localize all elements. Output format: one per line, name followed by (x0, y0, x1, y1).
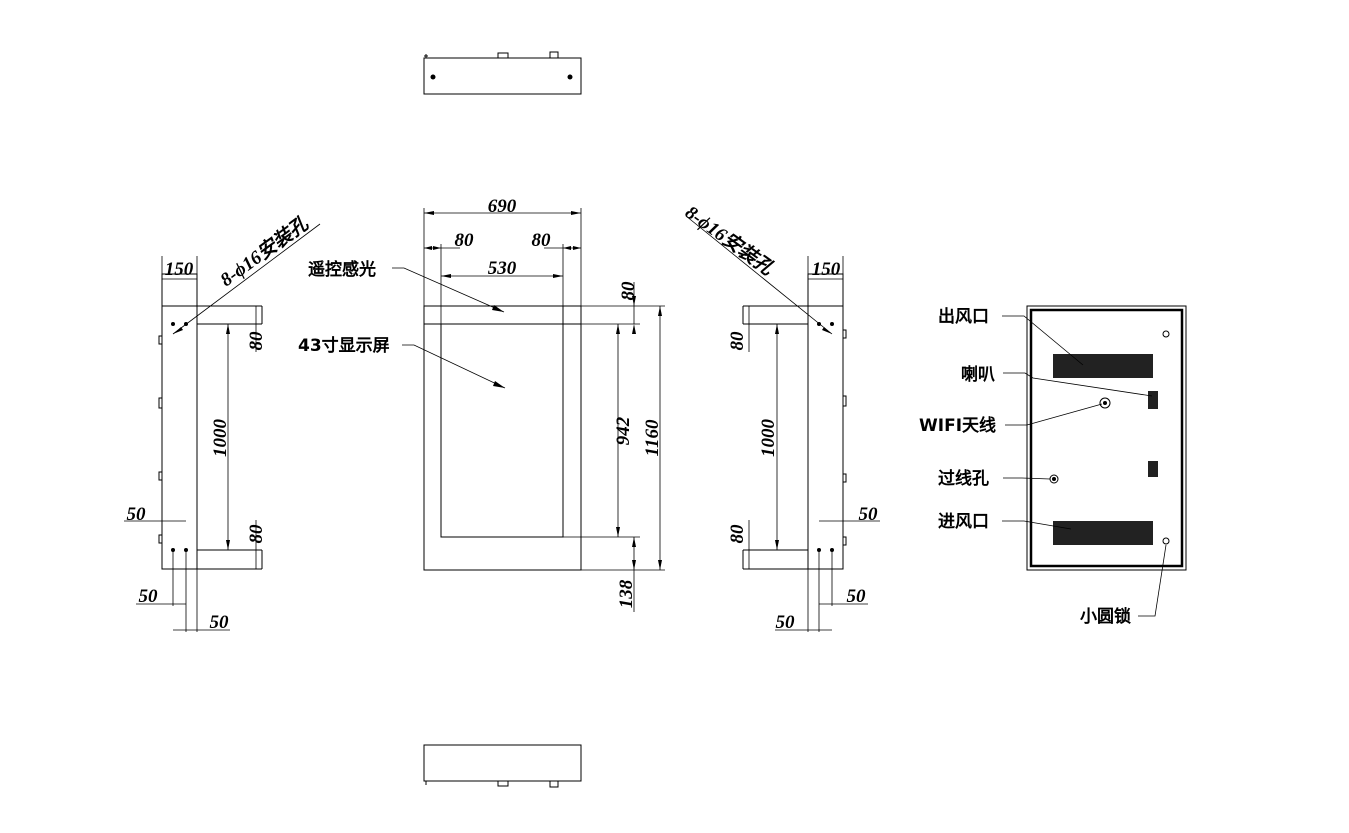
air-outlet-vent (1053, 354, 1153, 378)
dim-80-left: 80 (455, 230, 475, 251)
label-air-inlet: 进风口 (938, 512, 989, 532)
dim-1160: 1160 (642, 419, 663, 456)
label-cable-hole: 过线孔 (938, 468, 989, 489)
dim-80-right-top: 80 (727, 331, 748, 351)
dim-138: 138 (616, 579, 637, 608)
dim-50-left-a: 50 (127, 504, 147, 525)
label-remote-sensor: 遥控感光 (308, 259, 376, 280)
dim-50-right-c: 50 (776, 612, 796, 633)
left-side-dimensions (124, 223, 321, 632)
dim-80-right-bottom: 80 (727, 524, 748, 544)
dim-50-right-a: 50 (859, 504, 879, 525)
dim-1000-right: 1000 (758, 419, 779, 458)
dim-150-right: 150 (812, 259, 841, 280)
dim-80-left-top: 80 (246, 331, 267, 351)
air-inlet-vent (1053, 521, 1153, 545)
label-display: 43寸显示屏 (298, 335, 390, 356)
dim-80-top: 80 (618, 281, 639, 301)
front-view (423, 305, 582, 571)
label-speaker: 喇叭 (961, 364, 995, 385)
label-wifi: WIFI天线 (919, 415, 996, 436)
bottom-view (423, 744, 582, 788)
dim-50-left-c: 50 (210, 612, 230, 633)
rear-view (1026, 305, 1187, 571)
dim-150-left: 150 (165, 259, 194, 280)
left-side-view (158, 273, 263, 570)
dim-50-left-b: 50 (139, 586, 159, 607)
top-view (423, 51, 582, 95)
dim-1000-left: 1000 (210, 419, 231, 458)
right-side-dimensions (685, 215, 880, 632)
label-holes-left: 8-ϕ16安装孔 (216, 212, 313, 291)
rear-leaders (1002, 315, 1167, 617)
front-dimensions (423, 208, 665, 612)
dim-942: 942 (613, 416, 634, 445)
dim-80-left-bottom: 80 (246, 524, 267, 544)
label-air-outlet: 出风口 (938, 306, 989, 327)
dim-690: 690 (488, 196, 517, 217)
dim-80-right: 80 (532, 230, 552, 251)
front-leaders (392, 267, 506, 389)
dim-530: 530 (488, 258, 517, 279)
label-holes-right: 8-ϕ16安装孔 (681, 201, 778, 280)
right-side-view (742, 273, 847, 570)
speaker-grille-top (1148, 391, 1158, 409)
dim-50-right-b: 50 (847, 586, 867, 607)
label-lock: 小圆锁 (1080, 606, 1131, 627)
speaker-grille-bottom (1148, 461, 1158, 477)
